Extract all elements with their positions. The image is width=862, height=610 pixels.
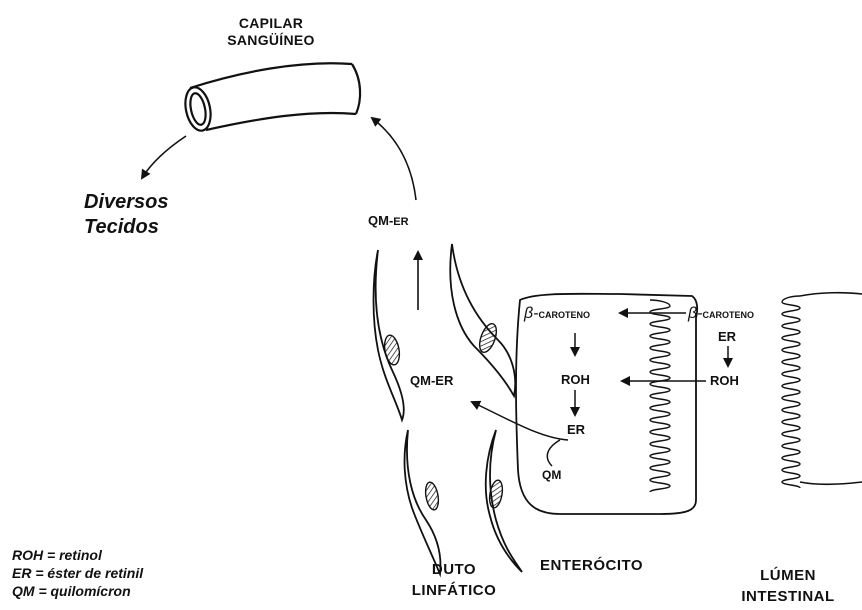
- neighbor-cell-microvilli: [782, 296, 800, 488]
- lymphatic-duct-cells: [374, 244, 523, 574]
- lymphatic-duct-label: DUTO LINFÁTICO: [404, 562, 504, 598]
- enterocyte-qm: QM: [542, 469, 561, 481]
- neighbor-cell-edge: [800, 293, 862, 485]
- legend-item: ER = éster de retinil: [12, 564, 143, 582]
- tissues-label: Diversos Tecidos: [84, 190, 169, 240]
- enterocyte-beta-carotene: β-CAROTENO: [524, 306, 590, 322]
- enterocyte-er: ER: [567, 423, 585, 436]
- arrow-to-capillary: [372, 118, 416, 200]
- lumen-er: ER: [718, 330, 736, 343]
- legend-item: ROH = retinol: [12, 546, 143, 564]
- lumen-label: LÚMEN INTESTINAL: [728, 568, 848, 604]
- enterocyte-label: ENTERÓCITO: [540, 558, 643, 573]
- legend-item: QM = quilomícron: [12, 582, 143, 600]
- capillary-tube: [182, 63, 360, 133]
- lumen-roh: ROH: [710, 374, 739, 387]
- legend: ROH = retinol ER = éster de retinil QM =…: [12, 546, 143, 601]
- enterocyte-roh: ROH: [561, 373, 590, 386]
- qm-er-duct-label: QM-ER: [410, 374, 453, 387]
- arrow-to-tissues: [142, 136, 186, 178]
- qm-er-top-label: QM-ER: [368, 214, 409, 228]
- lumen-beta-carotene: β-CAROTENO: [688, 306, 754, 322]
- capillary-label: CAPILAR SANGÜÍNEO: [226, 16, 316, 47]
